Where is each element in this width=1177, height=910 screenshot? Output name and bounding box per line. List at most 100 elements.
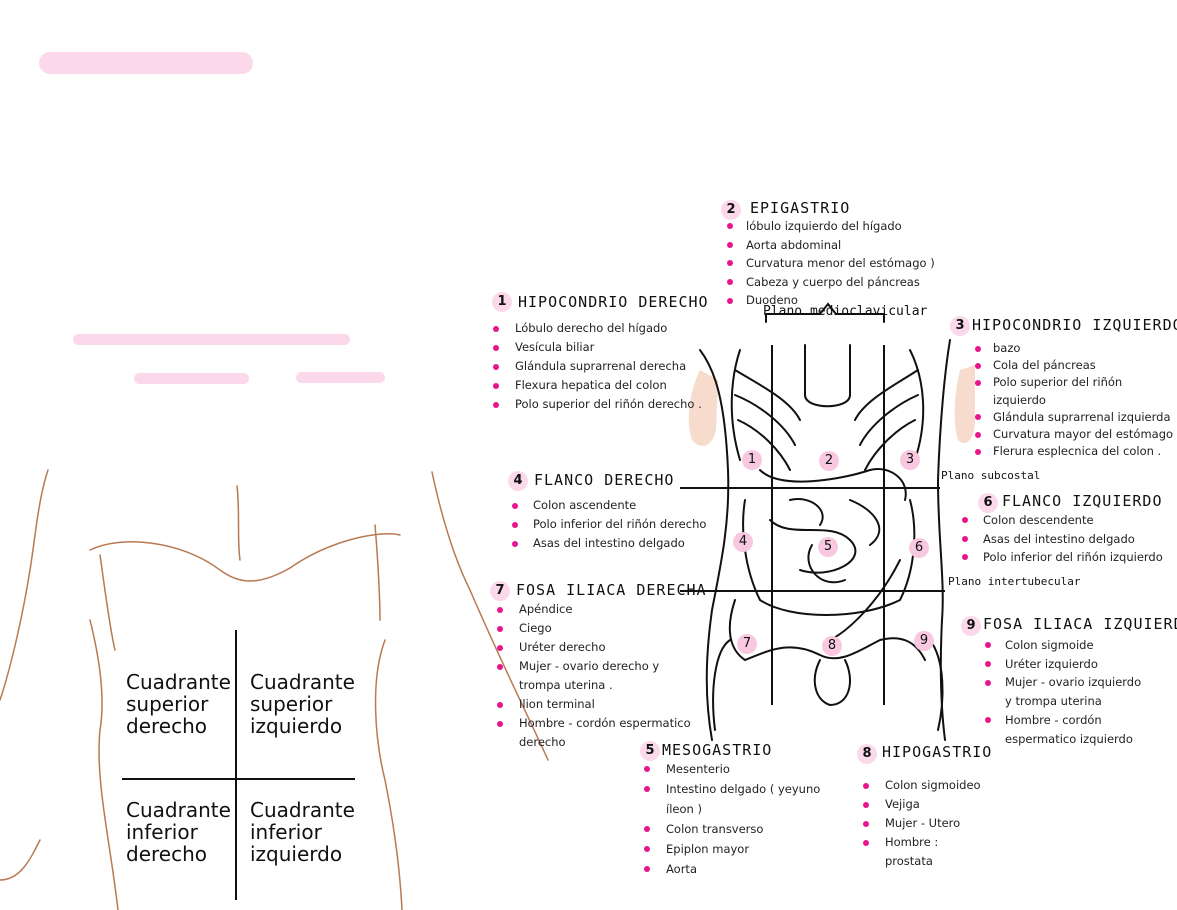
organ-label: Curvatura mayor del estómago: [993, 427, 1174, 442]
bullet-icon: [962, 535, 968, 542]
diagram-region-8: 8: [822, 636, 842, 656]
organ-label: Flerura esplecnica del colon .: [993, 444, 1162, 459]
region-title: HIPOCONDRIO DERECHO: [518, 293, 709, 311]
organ-label: Ciego: [519, 621, 552, 635]
organ-label: Polo superior del riñón izquierdo: [993, 375, 1123, 407]
bullet-icon: [985, 661, 991, 668]
diagram-region-6: 6: [909, 538, 929, 558]
bullet-icon: [493, 382, 499, 389]
plane-intertubecular-label: Plano intertubecular: [948, 575, 1081, 588]
plane-subcostal-label: Plano subcostal: [941, 469, 1041, 482]
bullet-icon: [985, 679, 991, 686]
bullet-icon: [962, 554, 968, 561]
organ-list-item: lóbulo izquierdo del hígado: [727, 217, 935, 236]
bullet-icon: [644, 786, 650, 792]
region-number-badge: 9: [961, 616, 981, 636]
organ-label: Mujer - Utero: [885, 816, 961, 830]
region-number-badge: 7: [490, 581, 510, 601]
organ-list-item: Colon sigmoide: [985, 636, 1141, 655]
region-title: MESOGASTRIO: [662, 741, 773, 759]
bullet-icon: [863, 839, 869, 846]
highlight-bar: [134, 373, 249, 384]
diagram-region-5: 5: [818, 537, 838, 557]
organ-label: Asas del intestino delgado: [983, 531, 1135, 546]
organ-list-item: bazo: [975, 340, 1177, 357]
bullet-icon: [727, 260, 733, 267]
organ-list-item: Intestino delgado ( yeyuno íleon ): [644, 779, 820, 819]
bullet-icon: [863, 801, 869, 808]
organ-label: Curvatura menor del estómago ): [746, 256, 935, 271]
bullet-icon: [975, 448, 981, 455]
bullet-icon: [497, 625, 503, 632]
organ-list-item: Apéndice: [497, 600, 691, 619]
bullet-icon: [863, 820, 869, 827]
diagram-region-9: 9: [914, 631, 934, 651]
bullet-icon: [863, 782, 869, 789]
quadrant-superior-derecho: Cuadrante superior derecho: [126, 670, 231, 738]
bullet-icon: [644, 766, 650, 772]
organ-list-item: Polo inferior del riñón izquierdo: [962, 548, 1163, 567]
organ-label: Colon sigmoide: [1005, 638, 1094, 652]
organ-list-item: Curvatura menor del estómago ): [727, 254, 935, 273]
bullet-icon: [493, 363, 499, 370]
organ-list-item: Uréter izquierdo: [985, 655, 1141, 674]
region-number-badge: 5: [640, 741, 660, 761]
plane-medioclavicular-label: Plano medioclavicular: [763, 304, 928, 319]
bullet-icon: [497, 663, 503, 670]
region-title: HIPOGASTRIO: [882, 743, 993, 761]
organ-label: Aorta abdominal: [746, 237, 842, 252]
region-title: FLANCO DERECHO: [534, 471, 675, 489]
organ-list-item: Glándula suprarrenal derecha: [493, 357, 702, 376]
organ-list-item: Aorta abdominal: [727, 236, 935, 255]
bullet-icon: [644, 846, 650, 852]
bullet-icon: [985, 717, 991, 724]
organ-list-item: Flerura esplecnica del colon .: [975, 443, 1177, 460]
region-title: FOSA ILIACA DERECHA: [516, 581, 707, 599]
organ-list-item: Vesícula biliar: [493, 338, 702, 357]
bullet-icon: [512, 502, 518, 509]
organ-label: Cola del páncreas: [993, 358, 1096, 373]
organ-label: Polo superior del riñón derecho .: [515, 397, 702, 411]
organ-label: Duodeno: [746, 293, 798, 308]
organ-list-item: Hombre : prostata: [863, 833, 981, 871]
organ-list-item: Glándula suprarrenal izquierda: [975, 409, 1177, 426]
bullet-icon: [975, 380, 981, 386]
bullet-icon: [512, 521, 518, 528]
organ-label: Uréter derecho: [519, 640, 606, 654]
region-title: FOSA ILIACA IZQUIERDA: [983, 615, 1177, 633]
highlight-bar: [39, 52, 253, 74]
organ-label: Epiplon mayor: [666, 842, 750, 856]
organ-list-item: Mujer - Utero: [863, 814, 981, 833]
organ-list-item: Hombre - cordón espermatico derecho: [497, 714, 691, 752]
organ-list-item: Ilion terminal: [497, 695, 691, 714]
organ-label: Mujer - ovario izquierdo y trompa uterin…: [1005, 675, 1142, 709]
organ-list-item: Hombre - cordón espermatico izquierdo: [985, 711, 1141, 748]
organ-label: Asas del intestino delgado: [533, 536, 685, 550]
organ-label: Vejiga: [885, 797, 920, 811]
diagram-region-7: 7: [737, 634, 757, 654]
bullet-icon: [985, 642, 991, 649]
organ-list-item: Uréter derecho: [497, 638, 691, 657]
organ-list-item: Colon descendente: [962, 511, 1163, 530]
organ-label: Uréter izquierdo: [1005, 656, 1098, 671]
organ-label: Mesenterio: [666, 762, 730, 776]
organ-label: Colon transverso: [666, 822, 764, 836]
organ-label: Colon ascendente: [533, 498, 637, 512]
organ-list-item: Polo superior del riñón derecho .: [493, 395, 702, 414]
bullet-icon: [727, 223, 733, 230]
organ-label: Flexura hepatica del colon: [515, 378, 667, 392]
organ-label: Glándula suprarrenal izquierda: [993, 409, 1171, 424]
organ-label: Mujer - ovario derecho y trompa uterina …: [519, 659, 660, 692]
diagram-region-2: 2: [819, 451, 839, 471]
bullet-icon: [727, 241, 733, 248]
diagram-region-4: 4: [733, 532, 753, 552]
organ-label: Hombre - cordón espermatico derecho: [519, 716, 691, 749]
region-number-badge: 6: [978, 493, 998, 513]
bullet-icon: [497, 701, 503, 708]
quadrant-superior-izquierdo: Cuadrante superior izquierdo: [250, 670, 355, 738]
